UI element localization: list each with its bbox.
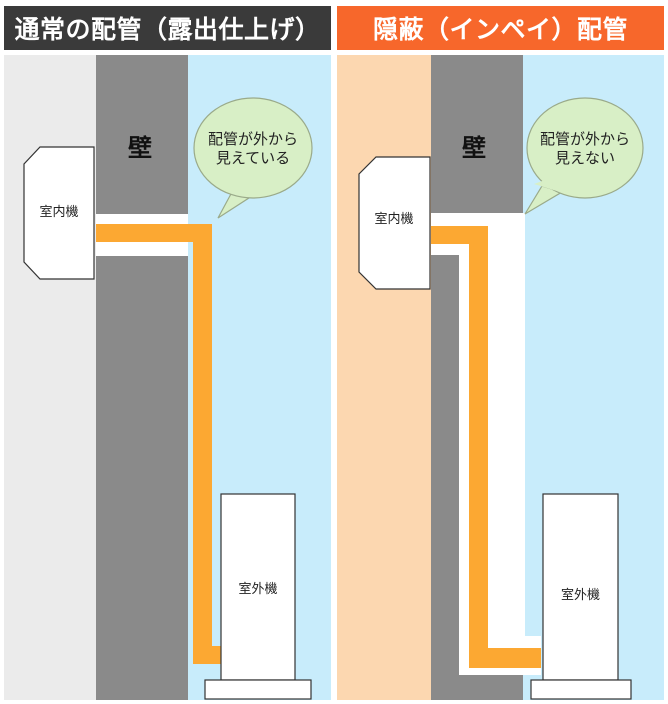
left-bubble-line-2: 見えている xyxy=(215,149,291,167)
right-indoor-unit xyxy=(358,156,431,290)
right-bubble-text: 配管が外から 見えない xyxy=(525,130,645,168)
right-outdoor-base xyxy=(530,679,632,700)
right-channel-vertical xyxy=(459,213,525,675)
right-indoor-area xyxy=(337,55,431,700)
left-outdoor-base xyxy=(204,679,312,700)
left-pipe-bottom xyxy=(193,646,223,664)
right-pipe-vertical xyxy=(469,226,488,668)
right-speech-bubble xyxy=(524,97,644,215)
left-outdoor-unit-label: 室外機 xyxy=(238,582,278,597)
left-indoor-unit xyxy=(23,146,95,280)
right-indoor-unit-label: 室内機 xyxy=(374,212,414,227)
left-wall-label: 壁 xyxy=(128,134,152,162)
left-speech-bubble xyxy=(193,97,313,219)
right-panel xyxy=(337,55,664,700)
left-panel-title: 通常の配管（露出仕上げ） xyxy=(4,6,331,50)
right-bubble-line-1: 配管が外から xyxy=(539,130,630,148)
left-wall xyxy=(96,55,188,700)
right-bubble-line-2: 見えない xyxy=(554,149,615,167)
right-panel-title: 隠蔽（インペイ）配管 xyxy=(337,6,664,50)
right-outdoor-unit-label: 室外機 xyxy=(560,588,600,603)
right-outdoor-unit xyxy=(542,493,619,681)
left-outdoor-unit xyxy=(220,493,296,681)
right-wall-label: 壁 xyxy=(462,134,486,162)
left-bubble-text: 配管が外から 見えている xyxy=(193,130,313,168)
left-panel xyxy=(4,55,331,700)
left-bubble-line-1: 配管が外から xyxy=(207,130,298,148)
left-pipe-vertical xyxy=(193,224,212,664)
left-pipe-horizontal xyxy=(96,224,212,242)
left-indoor-unit-label: 室内機 xyxy=(39,205,79,220)
right-pipe-bottom xyxy=(469,648,541,668)
